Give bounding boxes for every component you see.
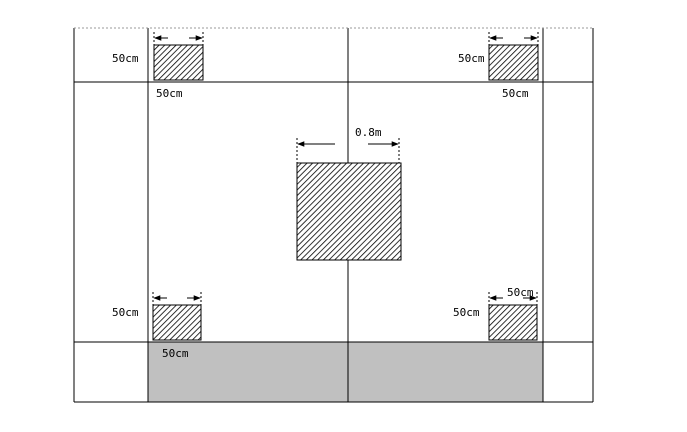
label-center-width: 0.8m [355, 126, 382, 139]
dimension-center [296, 138, 400, 163]
label-bottom-right-top: 50cm [507, 286, 534, 299]
hatched-block-center [296, 162, 402, 261]
label-top-left-side: 50cm [112, 52, 139, 65]
label-bottom-left-side: 50cm [112, 306, 139, 319]
dimension-top-left [153, 32, 204, 45]
hatched-block-top-left [153, 44, 204, 81]
label-bottom-left-below: 50cm [162, 347, 189, 360]
label-top-right-below: 50cm [502, 87, 529, 100]
dimension-bottom-right [488, 292, 538, 305]
dimension-bottom-left [152, 292, 202, 305]
shaded-band [148, 342, 543, 402]
label-top-right-side: 50cm [458, 52, 485, 65]
hatched-block-bottom-left [152, 304, 202, 341]
hatched-block-bottom-right [488, 304, 538, 341]
label-bottom-right-side: 50cm [453, 306, 480, 319]
dimension-top-right [488, 32, 539, 45]
grid-lines [73, 28, 594, 403]
label-top-left-below: 50cm [156, 87, 183, 100]
hatched-block-top-right [488, 44, 539, 81]
